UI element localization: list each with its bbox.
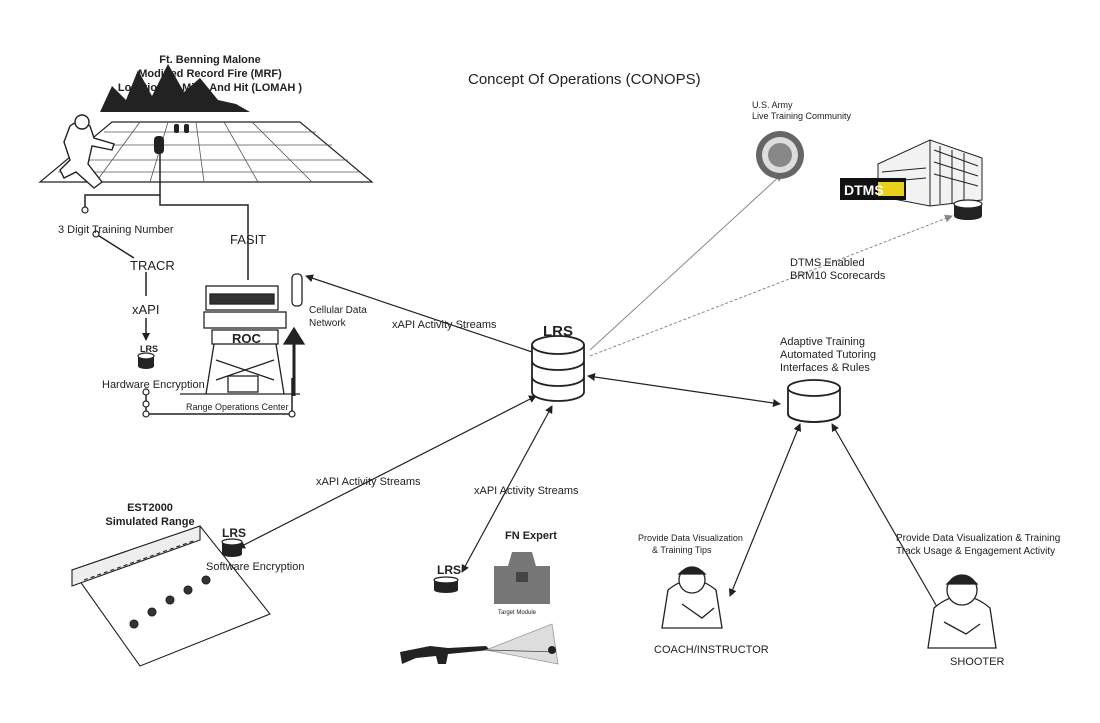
link-fn-lrs <box>461 405 553 573</box>
label-dtms-line1: DTMS Enabled <box>790 257 865 269</box>
range-title-line2: Modified Record Fire (MRF) <box>138 68 282 80</box>
label-training-number: 3 Digit Training Number <box>58 224 174 236</box>
range-title-line3: Location Of Miss And Hit (LOMAH ) <box>118 82 302 94</box>
label-coach-line1: Provide Data Visualization <box>638 533 743 543</box>
label-target-module: Target Module <box>498 610 537 616</box>
adaptive-database-icon <box>787 379 841 423</box>
link-est-lrs <box>237 395 537 549</box>
label-army-line2: Live Training Community <box>752 111 852 121</box>
label-fn-title: FN Expert <box>505 530 557 542</box>
label-hardware-encryption: Hardware Encryption <box>102 379 205 391</box>
shooter-figure-illustration <box>927 574 997 649</box>
range-illustration <box>38 64 374 189</box>
label-est-line1: EST2000 <box>127 502 173 514</box>
label-roc: ROC <box>232 331 262 346</box>
label-software-encryption: Software Encryption <box>206 561 304 573</box>
diagram-title: Concept Of Operations (CONOPS) <box>468 71 701 88</box>
label-cellular-line1: Cellular Data <box>309 305 367 316</box>
label-army-line1: U.S. Army <box>752 100 793 110</box>
label-adaptive-line2: Automated Tutoring <box>780 349 876 361</box>
label-shooter-line1: Provide Data Visualization & Training <box>896 533 1060 544</box>
connections <box>237 173 953 613</box>
est-lrs-icon <box>221 538 243 557</box>
label-fn-lrs: LRS <box>437 563 461 577</box>
fn-target-illustration <box>494 552 550 604</box>
label-streams-top: xAPI Activity Streams <box>392 319 497 331</box>
link-lrs-army <box>589 173 783 351</box>
link-lrs-adaptive <box>587 373 781 407</box>
label-fasit: FASIT <box>230 232 266 247</box>
label-streams-center: xAPI Activity Streams <box>474 485 579 497</box>
fn-rifle-illustration <box>400 623 559 665</box>
label-tracr: TRACR <box>130 258 175 273</box>
fn-lrs-icon <box>433 576 459 593</box>
dtms-logo-text: DTMS <box>844 182 884 198</box>
dtms-database-icon <box>953 199 983 220</box>
label-adaptive-line3: Interfaces & Rules <box>780 362 870 374</box>
link-adaptive-shooter <box>831 423 941 613</box>
link-roc-lrs <box>305 274 545 358</box>
roc-tower-illustration <box>180 273 306 396</box>
link-adaptive-coach <box>728 423 802 597</box>
label-range-operations-center: Range Operations Center <box>186 402 289 412</box>
label-central-lrs: LRS <box>543 323 573 340</box>
label-xapi: xAPI <box>132 302 159 317</box>
label-shooter: SHOOTER <box>950 656 1004 668</box>
army-seal-icon <box>756 131 804 179</box>
central-lrs-database-icon <box>531 335 585 402</box>
lrs-hardware-icon <box>137 352 155 369</box>
coach-figure-illustration <box>661 566 723 629</box>
label-dtms-line2: BRM10 Scorecards <box>790 270 886 282</box>
label-est-lrs: LRS <box>222 526 246 540</box>
label-streams-left: xAPI Activity Streams <box>316 476 421 488</box>
label-shooter-line2: Track Usage & Engagement Activity <box>896 546 1055 557</box>
est-simulated-range-illustration <box>71 525 271 667</box>
label-adaptive-line1: Adaptive Training <box>780 336 865 348</box>
label-lrs-hardware: LRS <box>140 344 158 354</box>
link-lrs-dtms <box>589 214 953 357</box>
label-cellular-line2: Network <box>309 318 347 329</box>
label-coach-line2: & Training Tips <box>652 545 712 555</box>
range-title-line1: Ft. Benning Malone <box>159 54 260 66</box>
label-est-line2: Simulated Range <box>105 516 194 528</box>
label-coach: COACH/INSTRUCTOR <box>654 644 769 656</box>
